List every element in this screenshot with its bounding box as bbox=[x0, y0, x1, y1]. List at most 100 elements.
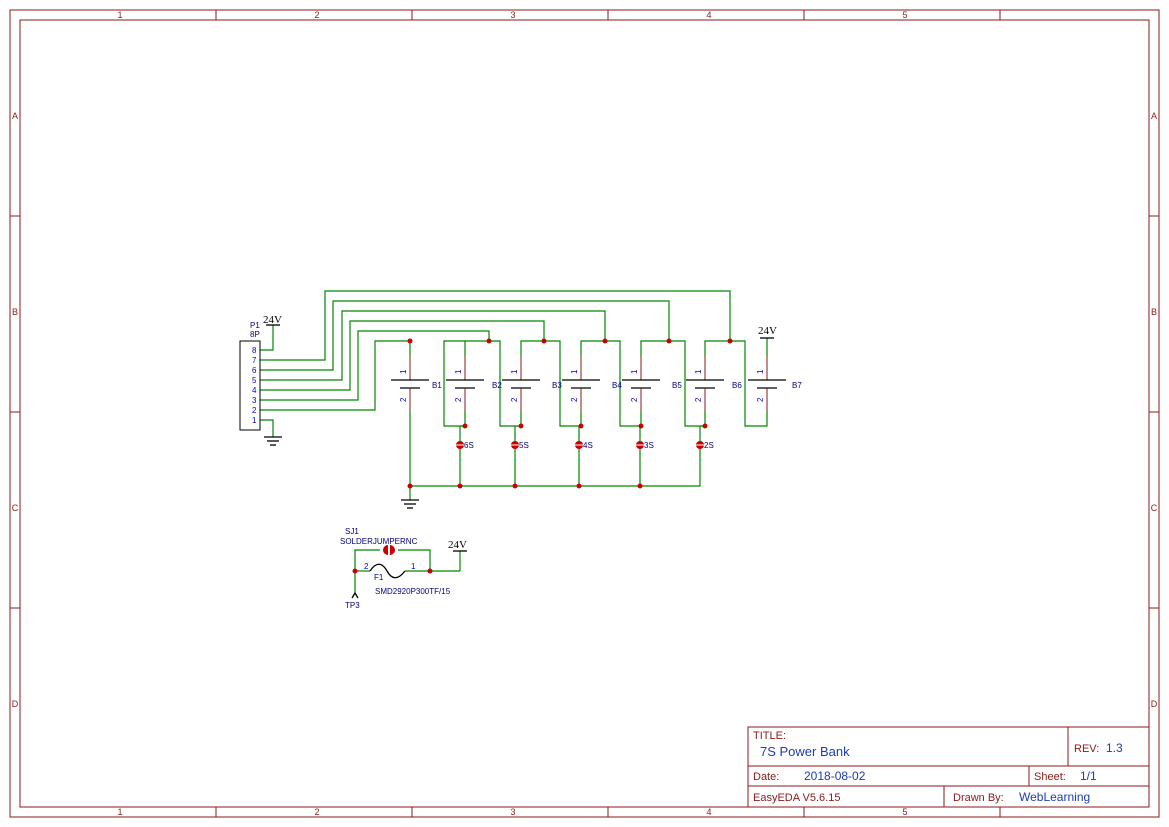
battery-ref: B4 bbox=[612, 381, 622, 390]
col-label-bottom-3: 3 bbox=[510, 807, 515, 817]
sheet-label: Sheet: bbox=[1034, 771, 1066, 783]
row-label-right-B: B bbox=[1151, 307, 1157, 317]
battery-ref: B7 bbox=[792, 381, 802, 390]
row-label-right-D: D bbox=[1151, 699, 1158, 709]
testpoint-6s[interactable]: 6S bbox=[456, 441, 474, 450]
battery-ref: B3 bbox=[552, 381, 562, 390]
rev-value: 1.3 bbox=[1106, 741, 1123, 755]
battery-pin-bottom: 2 bbox=[756, 397, 765, 402]
wire-b5-b6 bbox=[669, 340, 706, 427]
battery-pin-bottom: 2 bbox=[454, 397, 463, 402]
wire-b2-loop bbox=[443, 340, 466, 427]
column-dividers bbox=[215, 10, 1001, 817]
junction-dot bbox=[666, 338, 672, 344]
wire-pin2 bbox=[260, 340, 410, 411]
wires bbox=[260, 290, 768, 593]
testpoint-label: 4S bbox=[583, 441, 593, 450]
connector-body bbox=[239, 340, 261, 431]
battery-cells: 1 2 B1 1 2 B2 1 2 B3 bbox=[391, 356, 802, 411]
battery-b6[interactable]: 1 2 B6 bbox=[686, 356, 742, 411]
testpoint-tp3-label: TP3 bbox=[345, 601, 360, 610]
battery-b2[interactable]: 1 2 B2 bbox=[446, 356, 502, 411]
wire-pin6 bbox=[260, 300, 670, 371]
col-label-bottom-1: 1 bbox=[117, 807, 122, 817]
row-label-left-B: B bbox=[12, 307, 18, 317]
testpoint-3s[interactable]: 3S bbox=[636, 441, 654, 450]
row-label-right-A: A bbox=[1151, 111, 1157, 121]
wire-sj-left bbox=[354, 549, 380, 571]
ground-bus bbox=[410, 426, 701, 487]
connector-pin-3: 3 bbox=[252, 396, 257, 405]
junction-dot bbox=[541, 338, 547, 344]
junction-dot bbox=[462, 423, 468, 429]
testpoint-tp3[interactable]: TP3 bbox=[345, 591, 360, 610]
drawn-by-label: Drawn By: bbox=[953, 792, 1004, 804]
battery-b1[interactable]: 1 2 B1 bbox=[391, 356, 442, 411]
battery-pin-top: 1 bbox=[630, 369, 639, 374]
testpoint-5s[interactable]: 5S bbox=[511, 441, 529, 450]
battery-ref: B6 bbox=[732, 381, 742, 390]
drawn-by-value: WebLearning bbox=[1019, 790, 1090, 804]
connector-pin-2: 2 bbox=[252, 406, 257, 415]
fuse-pin-right: 1 bbox=[411, 562, 416, 571]
row-dividers bbox=[10, 215, 1159, 609]
row-label-left-D: D bbox=[12, 699, 19, 709]
sheet-value: 1/1 bbox=[1080, 769, 1097, 783]
wire-pin7 bbox=[260, 290, 731, 361]
testpoint-label: 2S bbox=[704, 441, 714, 450]
ground-icon bbox=[264, 436, 282, 446]
inner-frame bbox=[19, 19, 1150, 808]
software-version: EasyEDA V5.6.15 bbox=[753, 792, 840, 804]
junction-dot bbox=[638, 423, 644, 429]
connector-pin-4: 4 bbox=[252, 386, 257, 395]
battery-pin-bottom: 2 bbox=[694, 397, 703, 402]
wire-b5-top bbox=[640, 340, 669, 356]
battery-b7[interactable]: 1 2 B7 bbox=[748, 356, 802, 411]
testpoint-4s[interactable]: 4S bbox=[575, 441, 593, 450]
wire-pin3 bbox=[260, 330, 490, 401]
wire-pin5 bbox=[260, 310, 606, 381]
date-label: Date: bbox=[753, 771, 779, 783]
col-label-bottom-5: 5 bbox=[902, 807, 907, 817]
battery-pin-bottom: 2 bbox=[630, 397, 639, 402]
connector-pin-6: 6 bbox=[252, 366, 257, 375]
fuse-f1[interactable]: 2 1 F1 SMD2920P300TF/15 bbox=[364, 562, 451, 596]
junction-dot bbox=[457, 483, 463, 489]
fuse-pin-left: 2 bbox=[364, 562, 369, 571]
fuse-value: SMD2920P300TF/15 bbox=[375, 587, 451, 596]
wire-b2-b3 bbox=[465, 340, 521, 427]
title-block: TITLE: 7S Power Bank REV: 1.3 Date: 2018… bbox=[747, 726, 1150, 808]
row-label-left-C: C bbox=[12, 503, 19, 513]
testpoint-2s[interactable]: 2S bbox=[696, 441, 714, 450]
connector-value: 8P bbox=[250, 330, 260, 339]
wire-b4-top bbox=[580, 340, 605, 356]
title-block-border bbox=[747, 726, 1150, 808]
testpoint-label: 5S bbox=[519, 441, 529, 450]
battery-pin-bottom: 2 bbox=[399, 397, 408, 402]
battery-pin-top: 1 bbox=[510, 369, 519, 374]
junction-dot bbox=[407, 338, 413, 344]
battery-pin-top: 1 bbox=[756, 369, 765, 374]
junction-dot bbox=[637, 483, 643, 489]
battery-ref: B2 bbox=[492, 381, 502, 390]
net-vcc-fuse: 24V bbox=[448, 539, 467, 552]
wire-b6-top bbox=[704, 340, 730, 356]
battery-ref: B5 bbox=[672, 381, 682, 390]
rev-label: REV: bbox=[1074, 743, 1099, 755]
battery-b3[interactable]: 1 2 B3 bbox=[502, 356, 562, 411]
wire-b3-b4 bbox=[544, 340, 582, 427]
net-label-24v: 24V bbox=[758, 325, 777, 337]
junction-dot bbox=[518, 423, 524, 429]
solder-jumper-sj1[interactable]: SJ1 SOLDERJUMPERNC bbox=[340, 527, 418, 555]
battery-pin-top: 1 bbox=[399, 369, 408, 374]
testpoint-label: 6S bbox=[464, 441, 474, 450]
col-label-bottom-2: 2 bbox=[314, 807, 319, 817]
battery-b4[interactable]: 1 2 B4 bbox=[562, 356, 622, 411]
net-label-24v: 24V bbox=[448, 539, 467, 551]
junction-dot bbox=[352, 568, 358, 574]
testpoint-tp3-symbol bbox=[351, 591, 359, 599]
wire-pin8-vcc bbox=[260, 325, 274, 351]
battery-b5[interactable]: 1 2 B5 bbox=[622, 356, 682, 411]
connector-p1[interactable]: P1 8P 8 7 6 5 4 3 2 1 bbox=[239, 321, 261, 431]
